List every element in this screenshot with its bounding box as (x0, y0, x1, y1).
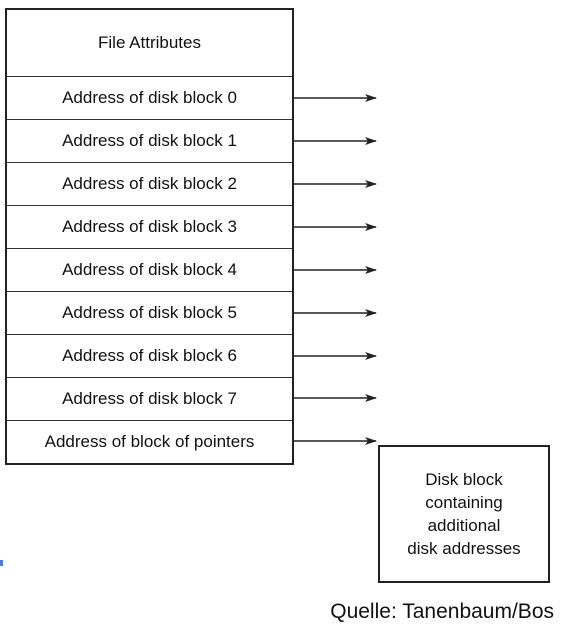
disk-block-address-0: Address of disk block 0 (7, 76, 292, 119)
indirect-disk-block: Disk block containing additional disk ad… (378, 445, 550, 583)
indirect-line-3: additional (427, 516, 501, 535)
disk-block-address-3: Address of disk block 3 (7, 205, 292, 248)
disk-block-address-7: Address of disk block 7 (7, 377, 292, 420)
edge-mark (0, 560, 3, 566)
file-attributes-cell: File Attributes (98, 33, 201, 52)
inode-table: File Attributes Address of disk block 0 … (5, 8, 294, 465)
indirect-line-2: containing (425, 493, 503, 512)
disk-block-address-6: Address of disk block 6 (7, 334, 292, 377)
disk-block-address-4: Address of disk block 4 (7, 248, 292, 291)
indirect-line-1: Disk block (425, 470, 503, 489)
indirect-disk-block-text: Disk block containing additional disk ad… (407, 468, 520, 560)
disk-block-address-5: Address of disk block 5 (7, 291, 292, 334)
disk-block-address-1: Address of disk block 1 (7, 119, 292, 162)
indirect-line-4: disk addresses (407, 539, 521, 558)
source-caption: Quelle: Tanenbaum/Bos (330, 600, 554, 623)
pointer-block-address: Address of block of pointers (7, 420, 292, 463)
disk-block-address-2: Address of disk block 2 (7, 162, 292, 205)
